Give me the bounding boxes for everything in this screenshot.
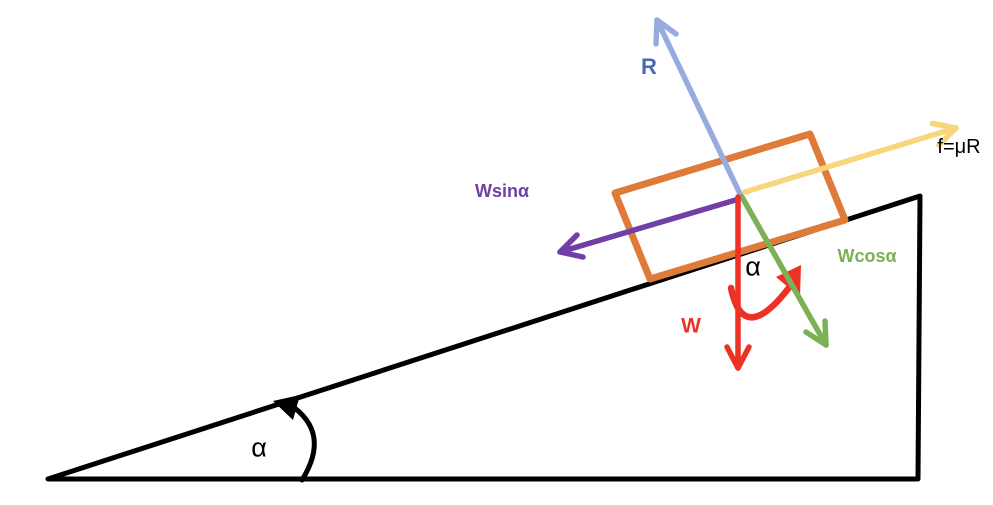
weight-angle-label: α [745,251,761,282]
weight-parallel-arrowhead-icon [557,232,586,260]
incline-angle-label: α [251,432,267,463]
weight-parallel-shaft [557,196,742,255]
incline-triangle [45,193,923,482]
incline-angle-arc [286,401,317,483]
weight-perpendicular-label: Wcosα [837,246,897,266]
weight-perpendicular-shaft [739,194,829,348]
weight-label: W [681,314,701,338]
weight-arrow [724,194,752,371]
normal-arrowhead-icon [653,17,679,47]
weight-parallel-label: Wsinα [474,181,530,201]
normal-arrow-shaft [654,17,744,199]
weight-angle-arc [727,277,798,321]
block [611,130,849,283]
weight-perpendicular-arrow [739,194,829,348]
friction-arrowhead-icon [929,120,959,148]
friction-arrow-shaft [742,125,959,195]
incline-angle-arrowhead-icon [273,395,300,420]
normal-force-label: R [641,54,657,79]
weight-perpendicular-arrowhead-icon [803,318,829,348]
friction-force-arrow [742,120,959,195]
weight-arrowhead-icon [724,344,752,371]
normal-force-arrow [653,17,744,199]
friction-force-label: f=μR [937,136,981,158]
weight-parallel-arrow [557,196,742,260]
